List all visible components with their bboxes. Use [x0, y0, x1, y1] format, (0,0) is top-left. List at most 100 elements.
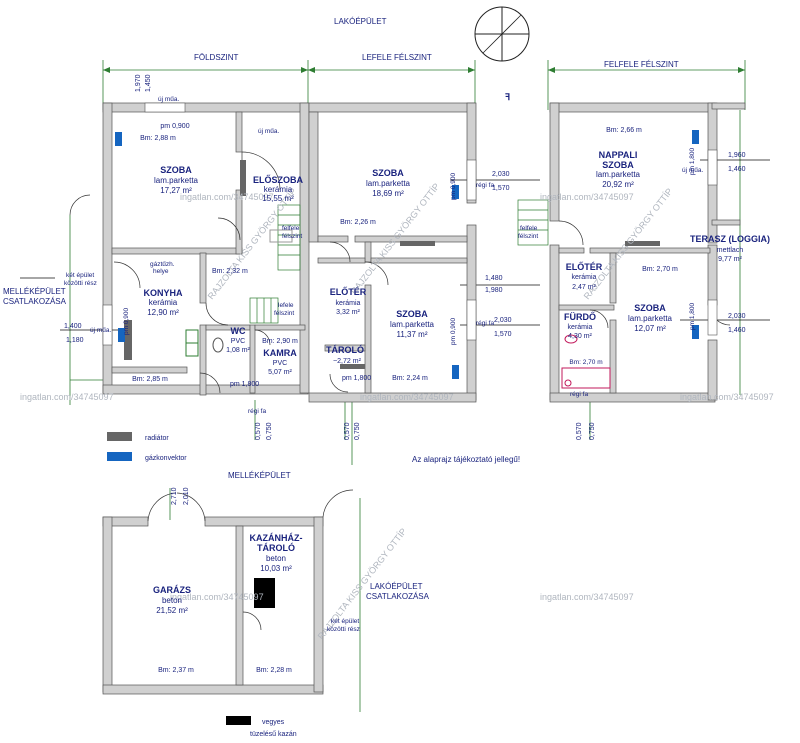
- stair-note: félszint: [518, 233, 538, 240]
- room-name: KAMRA: [263, 348, 297, 358]
- parapet-height: pm 0,900: [450, 318, 457, 345]
- window-note: új műa.: [682, 167, 704, 174]
- dimension: 0,570: [255, 422, 262, 440]
- legend-radiator: radiátor: [145, 435, 169, 442]
- room-floor: lam.parketta: [366, 179, 411, 188]
- half-up-label: FELFELE FÉLSZINT: [604, 60, 679, 69]
- room-height: Bm: 2,26 m: [340, 219, 376, 226]
- room-name: KAZÁNHÁZ-: [250, 533, 303, 543]
- dimension: 1,970: [135, 74, 142, 92]
- parapet-height: pm 1,800: [342, 375, 371, 382]
- radiators: [124, 160, 660, 369]
- dimension: 1,460: [728, 166, 746, 173]
- room-name: NAPPALI: [599, 150, 638, 160]
- half-down-label: LEFELE FÉLSZINT: [362, 53, 432, 62]
- room-name: ELŐSZOBA: [253, 174, 304, 185]
- watermark: ingatlan.com/34745097: [540, 592, 634, 602]
- room-floor: kerámia: [264, 185, 293, 194]
- room-height: Bm: 2,28 m: [256, 667, 292, 674]
- room-area: 2,47 m²: [572, 284, 596, 291]
- room-floor: PVC: [273, 360, 287, 367]
- room-floor: lam.parketta: [390, 320, 435, 329]
- room-floor: lam.parketta: [154, 176, 199, 185]
- watermark: ingatlan.com/34745097: [20, 392, 114, 402]
- between-label: két épület: [331, 618, 359, 625]
- stove-note: gáztűzh.: [150, 261, 175, 268]
- window-note: régi fa: [476, 182, 494, 189]
- legend-boiler: tüzelésű kazán: [250, 731, 297, 738]
- room-area: 15,55 m²: [262, 194, 294, 203]
- window-note: régi fa: [570, 391, 588, 398]
- watermark: ingatlan.com/34745097: [680, 392, 774, 402]
- room-name: SZOBA: [372, 168, 404, 178]
- outbuilding-heading: MELLÉKÉPÜLET: [228, 471, 291, 480]
- room-height: Bm: 2,24 m: [392, 375, 428, 382]
- dimension: 1,400: [64, 323, 82, 330]
- dimension: 2,030: [492, 171, 510, 178]
- dimension: 0,570: [576, 422, 583, 440]
- house-join-label: LAKÓÉPÜLET: [370, 582, 423, 591]
- main-building-heading: LAKÓÉPÜLET: [334, 17, 387, 26]
- neighbor-label: CSATLAKOZÁSA: [3, 297, 67, 306]
- room-floor: beton: [162, 596, 182, 605]
- window-note: új műa.: [158, 96, 180, 103]
- ground-level-label: FÖLDSZINT: [194, 53, 239, 62]
- watermark: ingatlan.com/34745097: [360, 392, 454, 402]
- gas-convectors: [115, 130, 699, 379]
- fixtures: [185, 229, 611, 389]
- room-name: WC: [231, 326, 246, 336]
- main-building-walls: [102, 102, 746, 403]
- room-name: SZOBA: [634, 303, 666, 313]
- legend-convector-swatch: [107, 452, 132, 461]
- room-floor: mettlach: [717, 247, 744, 254]
- room-area: 9,77 m²: [718, 256, 742, 263]
- room-name: SZOBA: [602, 160, 634, 170]
- dimension: 2,710: [171, 487, 178, 505]
- dimension: 1,980: [485, 287, 503, 294]
- dimension: 1,450: [145, 74, 152, 92]
- dimension: 0,750: [589, 422, 596, 440]
- dimension: 0,570: [344, 422, 351, 440]
- room-area: 10,03 m²: [260, 564, 292, 573]
- window-note: új műa.: [258, 128, 280, 135]
- room-name: FÜRDŐ: [564, 311, 596, 322]
- dimension: 2,010: [183, 487, 190, 505]
- dimension: 2,030: [728, 313, 746, 320]
- stair-note: felfele: [282, 225, 300, 232]
- window-note: régi fa: [248, 408, 266, 415]
- room-height: Bm: 2,37 m: [158, 667, 194, 674]
- room-name: TÁROLÓ: [326, 344, 364, 355]
- stairs: [249, 199, 549, 324]
- room-name: ELŐTÉR: [566, 261, 603, 272]
- room-area: 3,32 m²: [336, 309, 360, 316]
- room-floor: lam.parketta: [596, 170, 641, 179]
- room-area: 1,08 m²: [226, 347, 250, 354]
- legend-radiator-swatch: [107, 432, 132, 441]
- room-floor: PVC: [231, 338, 245, 345]
- garage-doors: [147, 489, 354, 631]
- room-name: KONYHA: [143, 288, 183, 298]
- between-label: közötti rész: [64, 280, 97, 287]
- dimension: 1,570: [494, 331, 512, 338]
- parapet-height: pm 1,800: [230, 381, 259, 388]
- room-name: GARÁZS: [153, 585, 191, 595]
- between-label: közötti rész: [327, 626, 360, 633]
- dimension: 1,960: [728, 152, 746, 159]
- stove-note: helye: [153, 268, 169, 275]
- watermark: ingatlan.com/34745097: [180, 192, 274, 202]
- room-area: 18,69 m²: [372, 189, 404, 198]
- parapet-height: pm 1,800: [689, 303, 696, 330]
- neighbor-label: MELLÉKÉPÜLET: [3, 287, 66, 296]
- watermark: RAJZOLTA KISS GYÖRGY OTTÍP: [206, 186, 299, 301]
- room-floor: beton: [266, 554, 286, 563]
- guide-lines: [69, 60, 746, 712]
- dimension: 0,750: [266, 422, 273, 440]
- window-note: új műa.: [90, 327, 112, 334]
- room-area: 17,27 m²: [160, 186, 192, 195]
- window-note: régi fa: [476, 320, 494, 327]
- dimension: 1,570: [492, 185, 510, 192]
- house-join-label: CSATLAKOZÁSA: [366, 592, 430, 601]
- room-area: 12,07 m²: [634, 324, 666, 333]
- room-height: Bm: 2,85 m: [132, 376, 168, 383]
- watermark: ingatlan.com/34745097: [170, 592, 264, 602]
